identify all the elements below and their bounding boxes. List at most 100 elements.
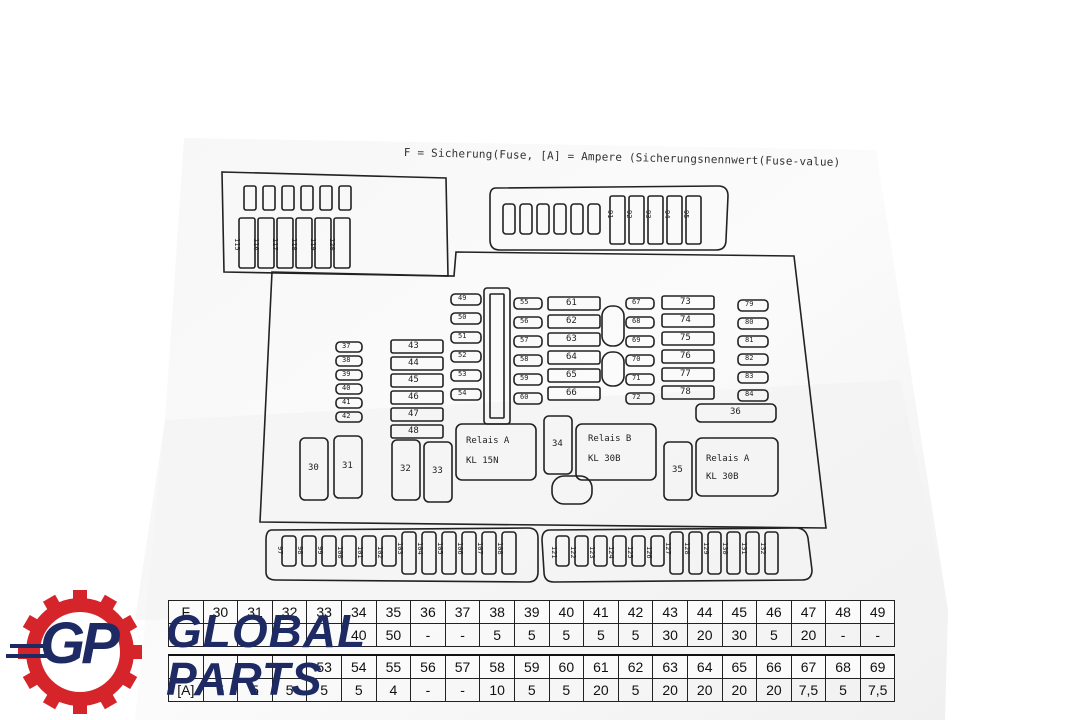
- fuse-38: [335, 355, 363, 367]
- table-cell: -: [825, 623, 861, 647]
- table-header-cell: 54: [340, 654, 377, 679]
- fuse-123: [593, 535, 608, 567]
- bottom-left-housing: [265, 527, 539, 583]
- table-header-cell: [168, 654, 204, 679]
- table-header-cell: 39: [513, 600, 550, 624]
- fuse-label-57: 57: [520, 336, 529, 344]
- table-cell: -: [859, 623, 896, 647]
- mini-fuse: [536, 203, 550, 235]
- mini-fuse: [262, 185, 276, 211]
- fuse-105: [441, 531, 457, 575]
- fuse-104: [421, 531, 437, 575]
- table-header-cell: 35: [375, 600, 412, 624]
- table-header-cell: 67: [790, 654, 827, 679]
- fuse-79: [737, 299, 769, 312]
- relay-a-name: Relais A: [466, 436, 510, 446]
- fuse-82: [737, 353, 769, 366]
- relay-a2-name: Relais A: [706, 454, 750, 464]
- fuse-95: [685, 195, 702, 245]
- fuse-56: [513, 316, 543, 329]
- large-fuse-33: [423, 441, 453, 503]
- fuse-label-40: 40: [342, 384, 351, 392]
- fuse-115: [238, 217, 256, 269]
- fuse-label-119: 119: [309, 238, 317, 251]
- table-header-cell: 68: [825, 654, 861, 679]
- fuse-label-79: 79: [745, 300, 754, 308]
- table-header-cell: 49: [859, 600, 896, 624]
- top-right-housing: [489, 185, 729, 251]
- mini-fuse: [553, 203, 567, 235]
- fuse-label-128: 128: [683, 542, 691, 555]
- fuse-label-48: 48: [408, 426, 419, 436]
- fuse-label-71: 71: [632, 374, 641, 382]
- fuse-label-63: 63: [566, 334, 577, 344]
- large-fuse-32: [391, 439, 421, 501]
- fuse-97: [281, 535, 297, 567]
- fuse-label-67: 67: [632, 298, 641, 306]
- relay-b-box: [575, 423, 657, 481]
- fuse-65: [547, 368, 601, 383]
- fuse-119: [314, 217, 332, 269]
- fuse-45: [390, 373, 444, 388]
- bottom-right-housing: [541, 527, 813, 583]
- fuse-41: [335, 397, 363, 409]
- fuse-label-58: 58: [520, 355, 529, 363]
- fuse-label-129: 129: [702, 542, 710, 555]
- fuse-label-124: 124: [607, 546, 615, 559]
- fuse-label-53: 53: [458, 370, 467, 378]
- table-cell: 5: [548, 678, 585, 702]
- fuse-48: [390, 424, 444, 439]
- fuse-68: [625, 316, 655, 329]
- fuse-label-93: 93: [644, 210, 652, 219]
- mini-fuse: [587, 203, 601, 235]
- fuse-label-38: 38: [342, 356, 351, 364]
- fuse-label-51: 51: [458, 332, 467, 340]
- large-fuse-label-34: 34: [552, 439, 563, 449]
- fuse-103: [401, 531, 417, 575]
- mini-fuse: [338, 185, 352, 211]
- fuse-54: [450, 388, 482, 401]
- fuse-label-125: 125: [626, 546, 634, 559]
- gear-tooth: [97, 690, 118, 710]
- fuse-77: [661, 367, 715, 382]
- table-header-cell: 53: [306, 654, 342, 679]
- table-cell: [271, 623, 308, 647]
- table-cell: [237, 623, 273, 647]
- fuse-label-59: 59: [520, 374, 529, 382]
- table-cell: 10: [479, 678, 515, 702]
- fuse-73: [661, 295, 715, 310]
- fuse-47: [390, 407, 444, 422]
- gear-tooth: [22, 614, 42, 635]
- fuse-57: [513, 335, 543, 348]
- fuse-label-47: 47: [408, 409, 419, 419]
- table-header-cell: 60: [548, 654, 585, 679]
- table-header-cell: 69: [859, 654, 896, 679]
- fuse-61: [547, 296, 601, 311]
- brand-name-line2: PARTS: [166, 653, 323, 705]
- fuse-label-62: 62: [566, 316, 577, 326]
- large-fuse-36: [695, 403, 777, 423]
- fuse-label-102: 102: [376, 546, 384, 559]
- table-cell: 5: [756, 623, 792, 647]
- table-header-cell: [237, 654, 273, 679]
- table-cell: -: [444, 678, 481, 702]
- fuse-label-49: 49: [458, 294, 467, 302]
- table-header-cell: 46: [756, 600, 792, 624]
- fuse-46: [390, 390, 444, 405]
- fuse-label-92: 92: [625, 210, 633, 219]
- gear-tooth: [118, 669, 138, 690]
- mini-fuse: [570, 203, 584, 235]
- fuse-129: [707, 531, 722, 575]
- large-fuse-34: [543, 415, 573, 475]
- fuse-label-65: 65: [566, 370, 577, 380]
- fuse-label-61: 61: [566, 298, 577, 308]
- gear-icon: [6, 590, 142, 714]
- fuse-label-83: 83: [745, 372, 754, 380]
- gear-tooth: [42, 594, 63, 614]
- fuse-label-105: 105: [436, 542, 444, 555]
- table-header-cell: 63: [652, 654, 688, 679]
- fuse-120: [333, 217, 351, 269]
- table-cell: 5: [617, 678, 654, 702]
- gear-tooth: [118, 614, 138, 635]
- fuse-label-46: 46: [408, 392, 419, 402]
